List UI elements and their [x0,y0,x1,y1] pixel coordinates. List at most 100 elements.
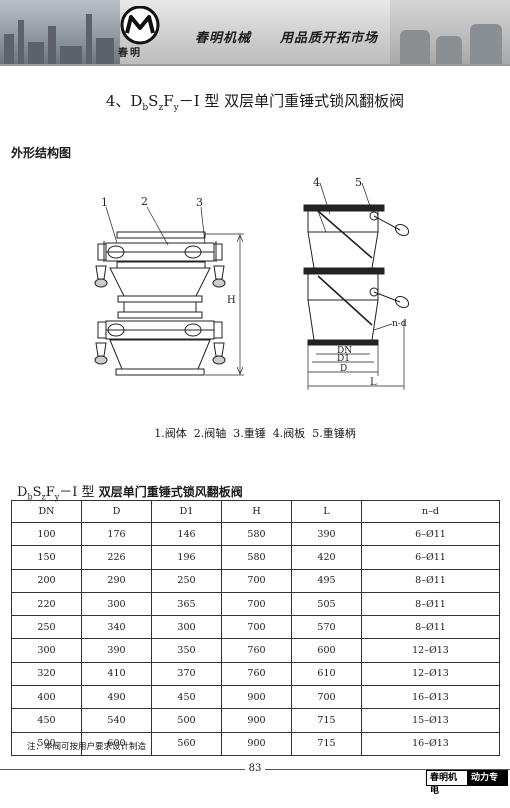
table-cell: 505 [291,591,362,617]
table-cell: 715 [291,731,362,756]
callout-1: 1 [101,196,108,209]
table-cell: 365 [151,591,222,617]
table-cell: 320 [11,661,82,687]
footer-brand: 春明机电 [426,770,468,796]
table-cell: 200 [11,568,82,593]
table-cell: 540 [81,708,152,733]
table-cell: 900 [221,685,292,710]
valve-outline-drawing: H 1 2 3 DN D1 D [94,176,410,390]
table-cell: 350 [151,638,222,663]
table-header-row: DN D D1 H L n–d [11,500,500,523]
callout-5: 5 [355,176,362,189]
table-cell: 610 [291,661,362,687]
industrial-skyline-image [0,0,120,64]
table-cell: 6–Ø11 [361,521,500,547]
table-cell: 490 [81,685,152,710]
table-cell: 250 [11,615,82,640]
footer-brand-badge: 春明机电 动力专家 [426,770,508,797]
column-header: H [221,500,292,523]
table-cell: 15–Ø13 [361,708,500,733]
table-cell: 8–Ø11 [361,568,500,593]
column-header: n–d [361,500,500,523]
table-cell: 500 [151,708,222,733]
table-cell: 700 [221,615,292,640]
column-header: D [81,500,152,523]
company-slogan: 用品质开拓市场 [280,31,379,46]
column-header: D1 [151,500,222,523]
company-logo-icon [120,6,160,45]
table-cell: 450 [151,685,222,710]
table-cell: 400 [11,685,82,710]
side-section-view: DN D1 D L n-d 4 5 [303,176,410,390]
dimension-label-L: L [370,377,377,388]
footnote: 注：本阀可按用户要求设计制造 [27,742,147,752]
table-cell: 600 [291,638,362,663]
table-cell: 146 [151,521,222,547]
table-cell: 16–Ø13 [361,731,500,756]
table-cell: 370 [151,661,222,687]
table-cell: 390 [291,521,362,547]
table-cell: 760 [221,638,292,663]
table-cell: 390 [81,638,152,663]
callout-n-d: n-d [392,319,407,329]
table-cell: 420 [291,545,362,570]
table-cell: 700 [221,591,292,617]
table-cell: 196 [151,545,222,570]
table-cell: 450 [11,708,82,733]
table-cell: 410 [81,661,152,687]
table-cell: 176 [81,521,152,547]
table-cell: 495 [291,568,362,593]
header-banner: 春明 春明机械 用品质开拓市场 [0,0,510,66]
page-number: 83 [0,763,510,774]
table-cell: 6–Ø11 [361,545,500,570]
table-cell: 700 [221,568,292,593]
footer-tag: 动力专家 [468,770,508,797]
table-cell: 580 [221,521,292,547]
table-cell: 580 [221,545,292,570]
table-cell: 900 [221,731,292,756]
table-cell: 250 [151,568,222,593]
parts-legend: 1.阀体 2.阀轴 3.重锤 4.阀板 5.重锤柄 [154,427,356,440]
table-cell: 340 [81,615,152,640]
table-cell: 700 [291,685,362,710]
section-heading-outline-drawing: 外形结构图 [11,146,72,160]
table-cell: 300 [81,591,152,617]
table-cell: 290 [81,568,152,593]
table-cell: 12–Ø13 [361,638,500,663]
dimension-label-D: D [340,364,347,374]
front-view: H 1 2 3 [94,195,244,376]
page-title: 4、DbSzFy－Ⅰ 型 双层单门重锤式锁风翻板阀 [105,92,405,113]
table-cell: 300 [151,615,222,640]
table-cell: 900 [221,708,292,733]
column-header: DN [11,500,82,523]
table-cell: 150 [11,545,82,570]
table-cell: 100 [11,521,82,547]
column-header: L [291,500,362,523]
table-cell: 16–Ø13 [361,685,500,710]
table-cell: 570 [291,615,362,640]
company-name: 春明机械 [195,31,252,46]
callout-3: 3 [196,196,203,209]
dimension-label-DN: DN [337,346,352,356]
table-cell: 760 [221,661,292,687]
table-cell: 300 [11,638,82,663]
table-cell: 560 [151,731,222,756]
table-cell: 8–Ø11 [361,615,500,640]
table-cell: 500 [11,731,82,756]
table-cell: 220 [11,591,82,617]
cooling-towers-image [390,0,510,64]
table-cell: 715 [291,708,362,733]
dimension-label-H: H [227,295,236,306]
dimension-label-D1: D1 [337,354,350,364]
table-cell: 8–Ø11 [361,591,500,617]
